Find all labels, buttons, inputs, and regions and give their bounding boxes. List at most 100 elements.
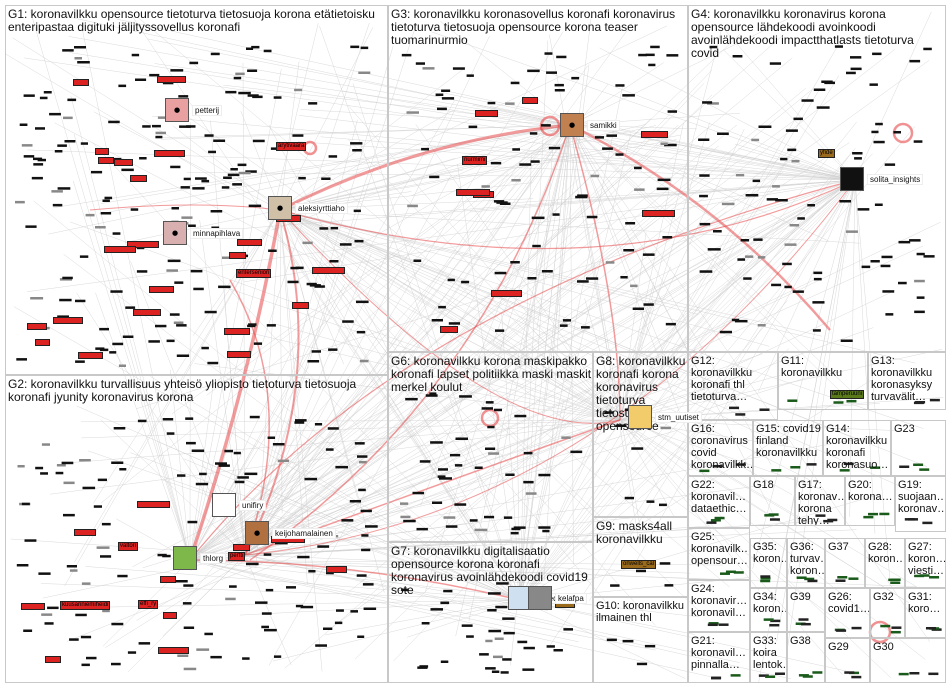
- graph-node: [844, 671, 855, 674]
- group-cell-g35: G35: koron…: [750, 538, 787, 588]
- user-node-samikki[interactable]: ●samikki: [560, 113, 620, 137]
- user-node-thlorg[interactable]: thlorg: [173, 546, 227, 570]
- graph-edge: [244, 375, 813, 556]
- graph-node: [63, 513, 75, 517]
- graph-node: [111, 461, 124, 464]
- graph-node: [195, 177, 207, 180]
- graph-node: [664, 584, 674, 587]
- graph-node: [272, 443, 285, 446]
- graph-node: [757, 256, 766, 259]
- group-label-g17: G17: koronav… korona tehy…: [798, 479, 844, 525]
- graph-edge: [619, 277, 772, 421]
- user-node-stm_uutiset[interactable]: stm_uutiset: [628, 405, 702, 429]
- graph-node: [108, 120, 120, 124]
- node-tag-small: [156, 76, 186, 84]
- graph-edge: [569, 124, 773, 513]
- group-cell-g6: G6: koronavilkku korona maskipakko koron…: [388, 352, 593, 542]
- node-tag-small: [34, 339, 50, 347]
- graph-edge-strong: [244, 179, 856, 556]
- node-tag: nurmimi: [462, 156, 488, 165]
- graph-node: [914, 574, 925, 578]
- graph-node: [406, 111, 419, 114]
- graph-edge-strong: [188, 209, 282, 561]
- user-node-solita_insights[interactable]: solita_insights: [840, 167, 924, 191]
- graph-node: [100, 212, 112, 215]
- graph-edge: [162, 124, 571, 138]
- graph-node: [66, 565, 77, 568]
- graph-edge: [279, 209, 385, 593]
- graph-node: [62, 276, 73, 280]
- graph-node: [495, 605, 508, 609]
- node-tag: enterseniori: [236, 269, 272, 278]
- group-label-g28: G28: koron…: [868, 541, 904, 565]
- graph-edge: [50, 419, 621, 495]
- graph-node: [308, 102, 318, 105]
- graph-node: [252, 95, 263, 99]
- graph-node: [277, 459, 289, 463]
- graph-node: [401, 53, 412, 57]
- graph-node: [443, 516, 456, 519]
- group-label-g9: G9: masks4all koronavilkku: [596, 520, 676, 546]
- graph-node: [833, 401, 844, 404]
- user-node-kelafpa[interactable]: kelafpa: [528, 586, 587, 610]
- graph-node: [725, 570, 736, 574]
- graph-node: [356, 330, 366, 334]
- graph-node: [63, 116, 73, 120]
- graph-node: [721, 202, 735, 206]
- graph-node: [235, 72, 245, 76]
- graph-node: [914, 279, 925, 283]
- graph-node: [699, 174, 710, 177]
- graph-edge: [279, 209, 479, 287]
- graph-edge: [189, 372, 461, 561]
- graph-node: [155, 131, 166, 135]
- graph-edge: [519, 401, 564, 601]
- graph-node: [307, 360, 320, 363]
- graph-edge: [81, 25, 191, 561]
- graph-node: [487, 425, 495, 429]
- group-cell-g25: G25: koronavilk… opensour…: [688, 528, 750, 580]
- graph-edge: [599, 47, 856, 181]
- group-cell-g12: G12: koronavilkku koronafi thl tietoturv…: [688, 352, 778, 420]
- group-label-g4: G4: koronavilkku koronavirus korona open…: [691, 8, 918, 60]
- graph-node: [511, 179, 521, 182]
- user-node-aleksiyrttiaho[interactable]: ●aleksiyrttiaho: [268, 196, 348, 220]
- graph-edge: [95, 292, 191, 561]
- graph-node: [170, 69, 184, 72]
- graph-node: [503, 516, 513, 519]
- graph-node: [485, 401, 494, 404]
- graph-edge: [569, 124, 860, 178]
- graph-node: [531, 216, 545, 220]
- graph-node: [233, 451, 241, 455]
- graph-node: [510, 261, 520, 264]
- graph-node: [735, 173, 745, 177]
- graph-node: [562, 319, 571, 322]
- user-node-petterij[interactable]: ●petterij: [165, 98, 223, 122]
- graph-node: [170, 165, 181, 169]
- node-tag-small: [326, 565, 347, 573]
- graph-node: [437, 107, 447, 111]
- user-node-keijohamalainen[interactable]: ●keijohamalainen: [245, 521, 336, 545]
- graph-node: [223, 176, 232, 179]
- group-cell-g9: G9: masks4all koronavilkku: [593, 517, 688, 597]
- graph-node: [23, 94, 35, 97]
- graph-edge: [40, 583, 521, 601]
- graph-edge: [559, 64, 856, 181]
- graph-node: [328, 155, 338, 158]
- graph-edge: [854, 11, 932, 181]
- user-node-minnapihlava[interactable]: ●minnapihlava: [163, 221, 244, 245]
- graph-node: [469, 519, 478, 522]
- graph-edge: [80, 419, 621, 422]
- graph-edge-strong: [279, 123, 571, 212]
- graph-node: [295, 419, 307, 422]
- group-label-g15: G15: covid19 finland koronavilkku: [756, 423, 821, 459]
- graph-node: [548, 146, 561, 150]
- user-node-unifiry[interactable]: unifiry: [212, 493, 267, 517]
- graph-node: [839, 200, 851, 203]
- graph-edge: [443, 179, 856, 409]
- graph-node: [870, 260, 880, 263]
- user-name-label: solita_insights: [867, 173, 924, 185]
- graph-edge: [431, 31, 856, 181]
- graph-node: [56, 464, 66, 467]
- graph-node: [452, 67, 465, 70]
- graph-edge: [227, 179, 856, 230]
